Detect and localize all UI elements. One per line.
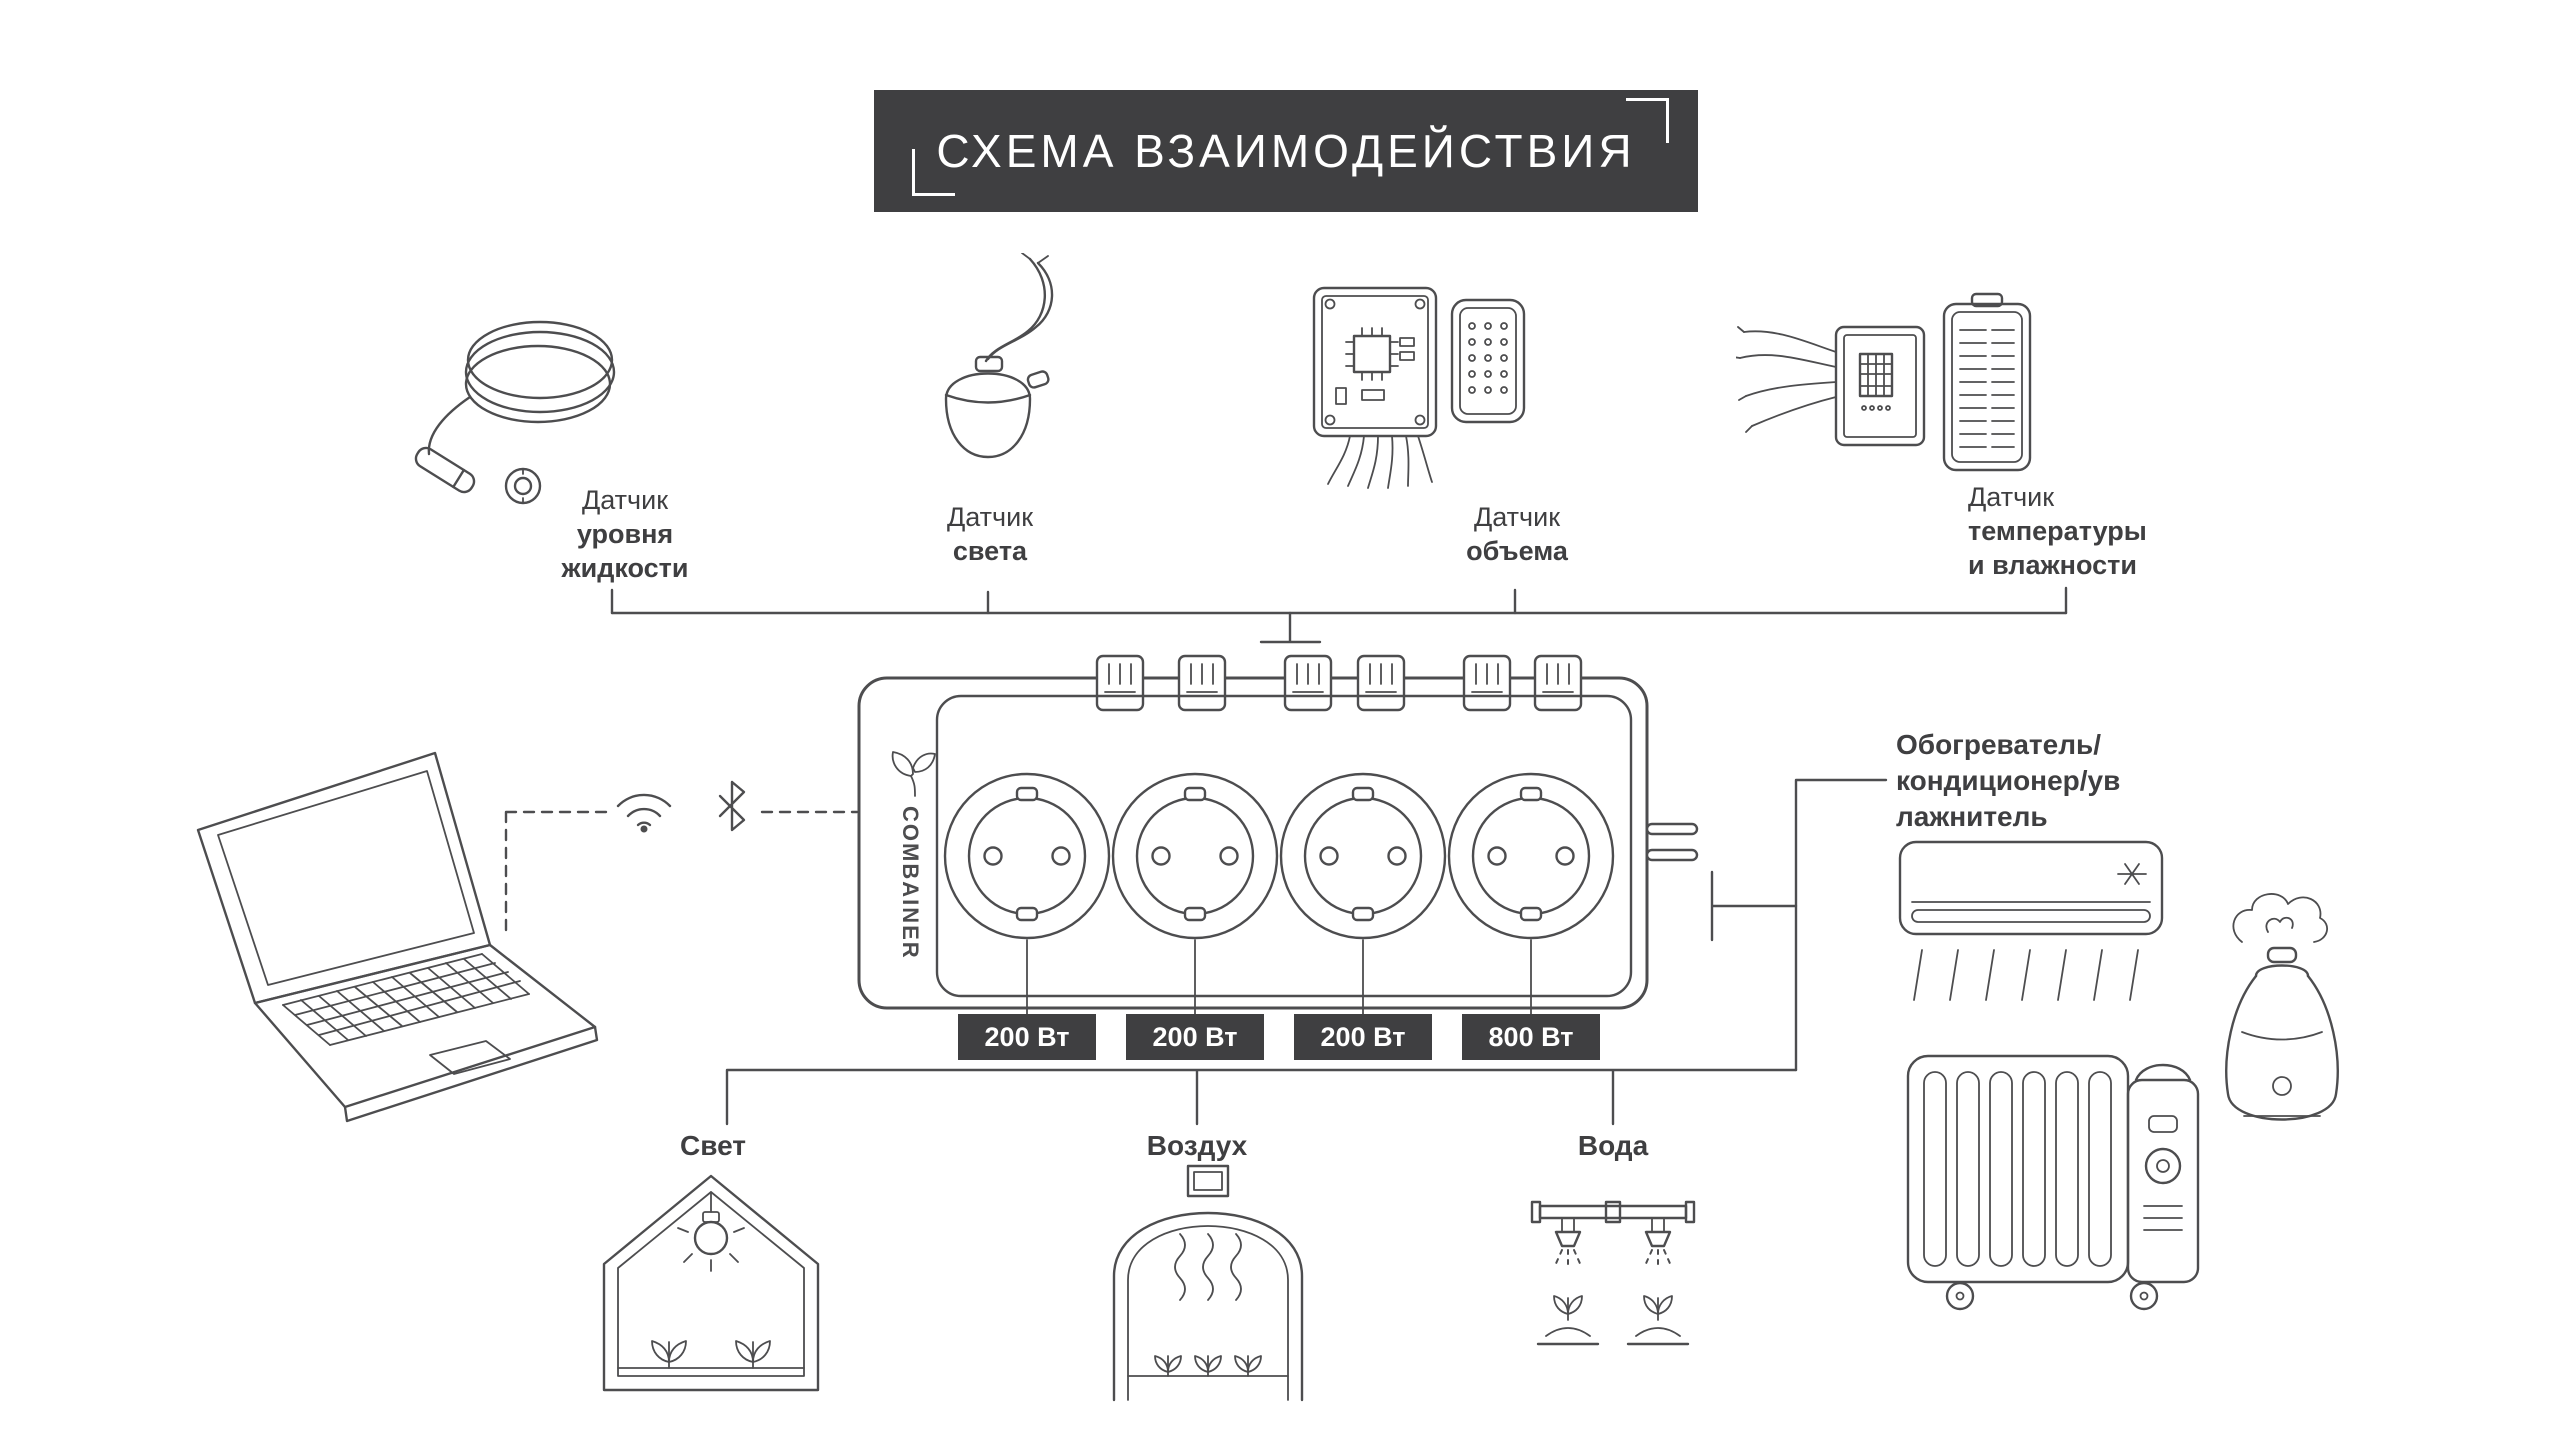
temperature-humidity-sensor-label: Датчик температуры и влажности [1968, 482, 2147, 580]
zone-label-light: Свет [680, 1130, 746, 1161]
page-title: СХЕМА ВЗАИМОДЕЙСТВИЯ [936, 125, 1636, 177]
zone-label-water: Вода [1577, 1130, 1649, 1161]
greenhouse-air-icon [1112, 1164, 1304, 1402]
liquid-level-sensor-label: Датчик уровня жидкости [561, 485, 689, 583]
temperature-humidity-sensor-icon [1736, 292, 2032, 472]
laptop-icon [196, 751, 599, 1123]
appliances-label: Обогреватель/ кондиционер/ув лажнитель [1896, 729, 2121, 832]
power-socket-1 [943, 772, 1111, 1016]
oil-heater-icon [1906, 1054, 2200, 1311]
zone-label-air: Воздух [1146, 1130, 1248, 1161]
brand-name: COMBAINER [898, 806, 923, 960]
socket-power-badge-2: 200 Вт [1126, 1014, 1264, 1060]
plug-prongs-icon [1645, 822, 1699, 862]
snowflake-icon [2117, 863, 2147, 885]
power-socket-2 [1111, 772, 1279, 1016]
volume-sensor-icon [1312, 286, 1526, 489]
corner-bracket-right-icon [1626, 98, 1669, 143]
socket-power-badge-4: 800 Вт [1462, 1014, 1600, 1060]
air-conditioner-icon [1898, 840, 2164, 1001]
socket-power-badge-3: 200 Вт [1294, 1014, 1432, 1060]
humidifier-icon [2225, 893, 2339, 1121]
power-socket-4 [1447, 772, 1615, 1016]
power-socket-3 [1279, 772, 1447, 1016]
bluetooth-icon [718, 780, 746, 832]
socket-power-badge-1: 200 Вт [958, 1014, 1096, 1060]
liquid-level-sensor-icon [414, 320, 616, 505]
irrigation-water-icon [1530, 1200, 1696, 1346]
brand-leaf-icon [891, 751, 936, 797]
title-banner: СХЕМА ВЗАИМОДЕЙСТВИЯ [874, 90, 1698, 212]
combainer-device: COMBAINER [857, 654, 1699, 1016]
wifi-icon [616, 793, 672, 833]
volume-sensor-label: Датчик объема [1466, 502, 1568, 566]
light-sensor-icon [944, 253, 1054, 459]
greenhouse-light-icon [602, 1174, 820, 1392]
light-sensor-label: Датчик света [946, 502, 1034, 566]
corner-bracket-left-icon [912, 149, 955, 196]
